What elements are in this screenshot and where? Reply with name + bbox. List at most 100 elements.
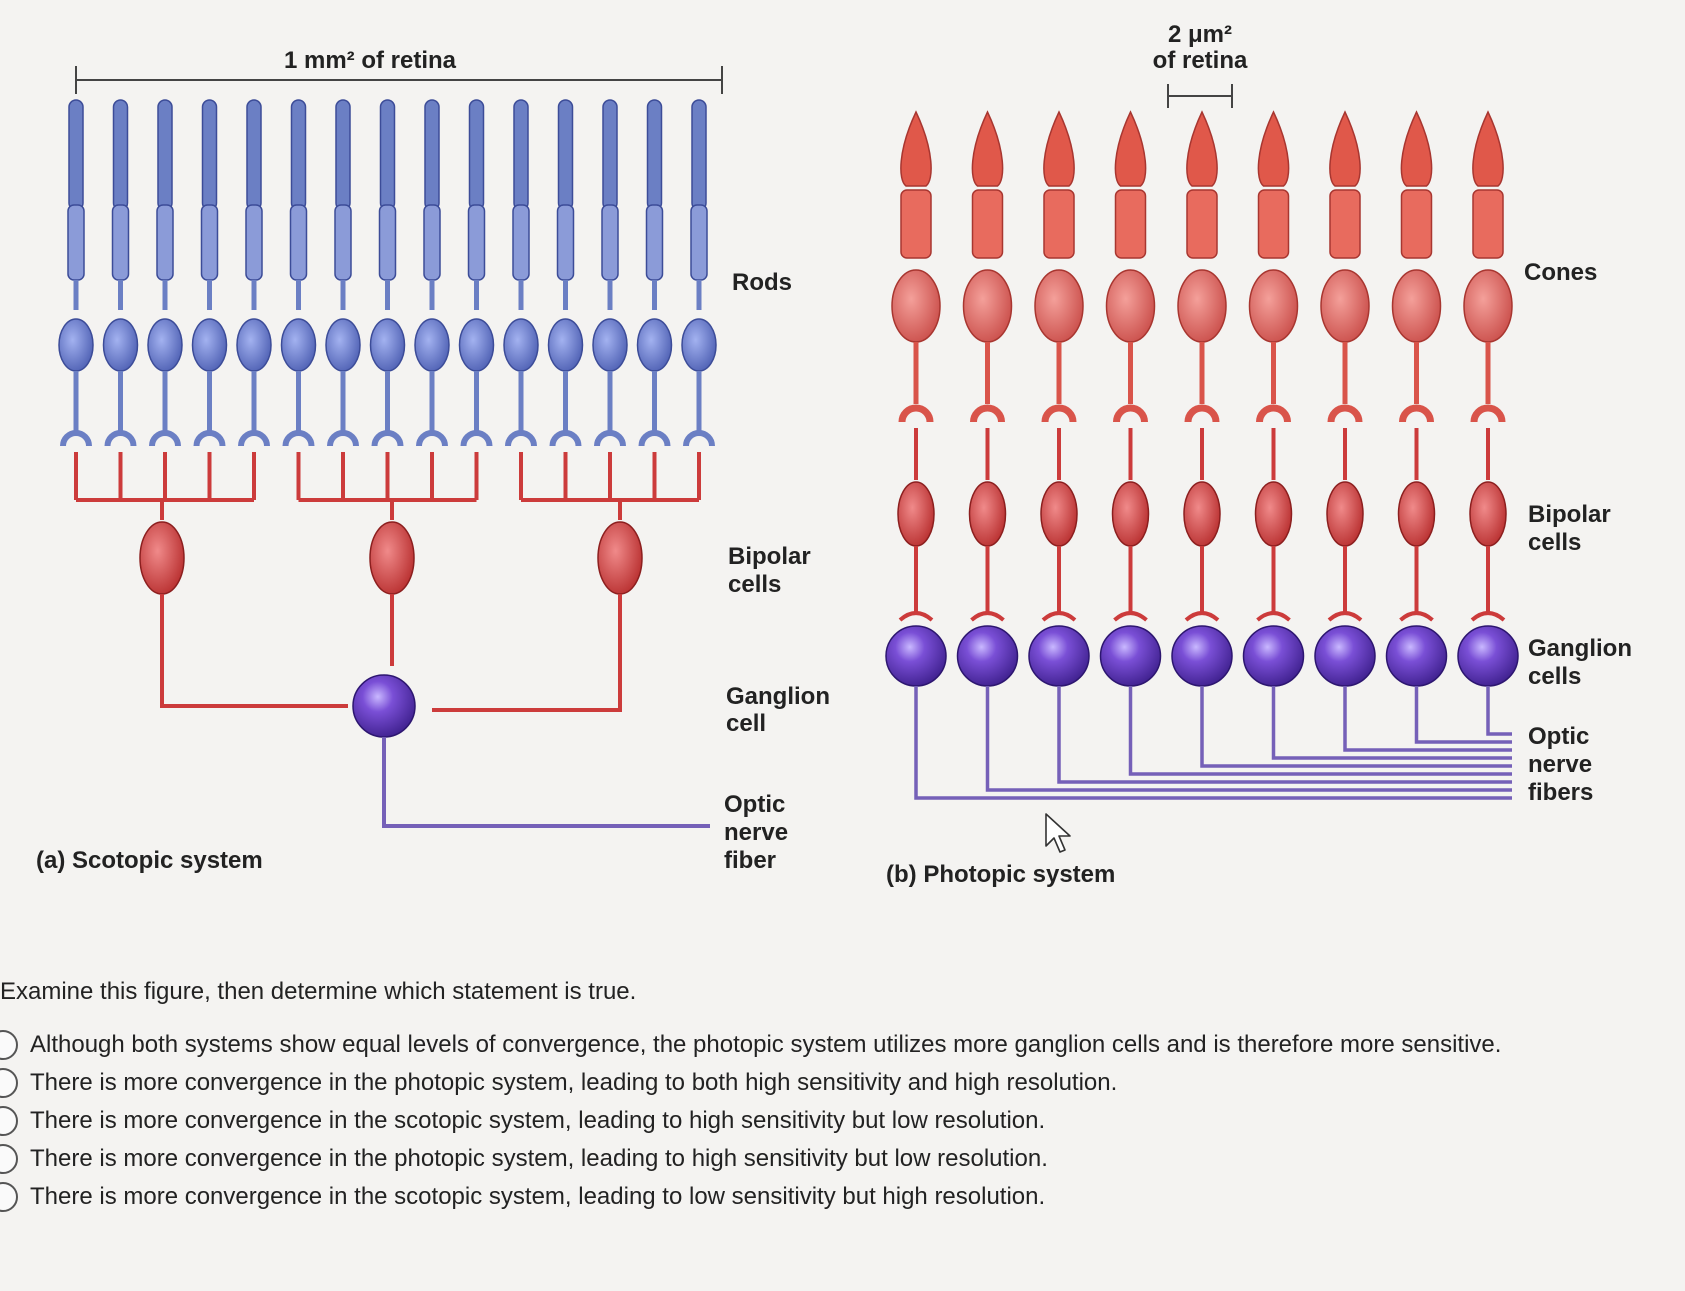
- scotopic-ganglion-cell: [352, 674, 416, 738]
- answer-option-label: Although both systems show equal levels …: [30, 1031, 1502, 1058]
- cone-synapse: [970, 404, 1005, 423]
- rod-synapse: [460, 430, 493, 447]
- rod-cell: [325, 99, 361, 447]
- photopic-ganglion-cell: [956, 625, 1019, 687]
- scotopic-ganglion-label-1: Ganglion: [726, 683, 830, 710]
- question-prompt: Examine this figure, then determine whic…: [0, 978, 637, 1005]
- rod-synapse: [683, 430, 715, 447]
- scotopic-bipolar-axons: [160, 594, 622, 712]
- ganglion-soma: [1171, 625, 1233, 687]
- radio-button[interactable]: [0, 1106, 18, 1136]
- ganglion-soma: [1314, 625, 1376, 687]
- rod-outer-segment: [557, 99, 574, 211]
- answer-option-label: There is more convergence in the scotopi…: [30, 1107, 1046, 1134]
- photopic-bipolar-label-1: Bipolar: [1528, 501, 1611, 528]
- rod-synapse: [416, 430, 448, 447]
- rod-cell: [147, 99, 183, 447]
- photopic-caption: (b) Photopic system: [886, 861, 1115, 888]
- cone-synapse: [1256, 404, 1291, 423]
- rod-inner-segment: [156, 204, 174, 281]
- answer-option-5[interactable]: There is more convergence in the scotopi…: [0, 1182, 1045, 1212]
- answer-option-3[interactable]: There is more convergence in the scotopi…: [0, 1106, 1045, 1136]
- photopic-optic-nerve-fiber: [914, 686, 1512, 800]
- scotopic-bipolar-cell: [74, 452, 256, 595]
- cone-synapse: [1327, 404, 1363, 423]
- rod-outer-segment: [468, 99, 485, 211]
- answer-option-2[interactable]: There is more convergence in the photopi…: [0, 1068, 1117, 1098]
- cone-cell: [962, 110, 1013, 423]
- rod-synapse: [282, 430, 315, 447]
- cone-inner-segment: [1186, 189, 1218, 259]
- rod-cell: [369, 99, 406, 447]
- answer-option-1[interactable]: Although both systems show equal levels …: [0, 1030, 1501, 1060]
- photopic-bipolar-cell: [1326, 428, 1364, 622]
- cone-outer-segment: [971, 110, 1004, 187]
- rod-outer-segment: [513, 99, 529, 211]
- rod-nucleus: [325, 318, 361, 372]
- rod-outer-segment: [290, 99, 307, 211]
- cone-nucleus: [1391, 269, 1442, 343]
- rod-inner-segment: [245, 204, 263, 281]
- rod-synapse: [549, 430, 582, 447]
- cone-inner-segment: [1043, 189, 1075, 259]
- cone-inner-segment: [1114, 189, 1147, 259]
- rod-cell: [102, 99, 139, 447]
- photopic-bipolar-cell: [1111, 428, 1150, 622]
- cone-nucleus: [1177, 269, 1227, 343]
- rod-nucleus: [236, 318, 272, 372]
- cone-synapse: [1184, 404, 1220, 423]
- rod-nucleus: [681, 318, 717, 372]
- cone-inner-segment: [971, 189, 1004, 259]
- cone-outer-segment: [1186, 110, 1218, 187]
- rod-inner-segment: [334, 204, 352, 281]
- ganglion-soma: [1242, 625, 1305, 687]
- scotopic-bipolar-cell: [519, 452, 701, 595]
- rods-label: Rods: [732, 269, 792, 296]
- rod-outer-segment: [424, 99, 440, 211]
- rod-outer-segment: [68, 99, 84, 211]
- rod-nucleus: [191, 318, 228, 372]
- photopic-optic-nerve-fiber: [1200, 686, 1512, 768]
- scotopic-system-diagram: [58, 99, 717, 828]
- photopic-optic-label-1: Optic: [1528, 723, 1589, 750]
- radio-button[interactable]: [0, 1068, 18, 1098]
- rod-nucleus: [592, 318, 628, 372]
- photopic-bipolar-label-2: cells: [1528, 529, 1581, 556]
- cone-nucleus: [1034, 269, 1084, 343]
- scotopic-optic-label-2: nerve: [724, 819, 788, 846]
- rod-inner-segment: [111, 204, 130, 281]
- rod-outer-segment: [246, 99, 262, 211]
- bipolar-soma: [1040, 481, 1078, 547]
- ganglion-soma: [1385, 625, 1448, 687]
- cone-cell: [1463, 110, 1513, 423]
- rod-cell: [191, 99, 228, 447]
- photopic-ganglion-cell: [1099, 625, 1162, 687]
- ganglion-soma: [352, 674, 416, 738]
- cone-cell: [1391, 110, 1442, 423]
- rod-synapse: [371, 430, 404, 447]
- radio-button[interactable]: [0, 1144, 18, 1174]
- photopic-bipolar-cell: [897, 428, 935, 622]
- scotopic-ganglion-label-2: cell: [726, 710, 766, 737]
- photopic-system-diagram: [885, 110, 1519, 800]
- cone-nucleus: [1463, 269, 1513, 343]
- bipolar-soma: [597, 521, 643, 595]
- cone-synapse: [898, 404, 934, 423]
- photopic-optic-nerve-fiber: [1414, 686, 1512, 744]
- scotopic-optic-label-1: Optic: [724, 791, 785, 818]
- cone-cell: [1248, 110, 1299, 423]
- radio-button[interactable]: [0, 1182, 18, 1212]
- bipolar-soma: [1254, 481, 1293, 547]
- rod-synapse: [238, 430, 270, 447]
- photopic-optic-label-3: fibers: [1528, 779, 1593, 806]
- radio-button[interactable]: [0, 1030, 18, 1060]
- rod-cell: [547, 99, 584, 447]
- mouse-cursor-icon: [1045, 813, 1071, 853]
- bipolar-soma: [1397, 481, 1436, 547]
- cone-cell: [1034, 110, 1084, 423]
- cone-cell: [1105, 110, 1156, 423]
- answer-option-4[interactable]: There is more convergence in the photopi…: [0, 1144, 1048, 1174]
- rod-inner-segment: [645, 204, 664, 281]
- rod-nucleus: [547, 318, 584, 372]
- rod-nucleus: [280, 318, 317, 372]
